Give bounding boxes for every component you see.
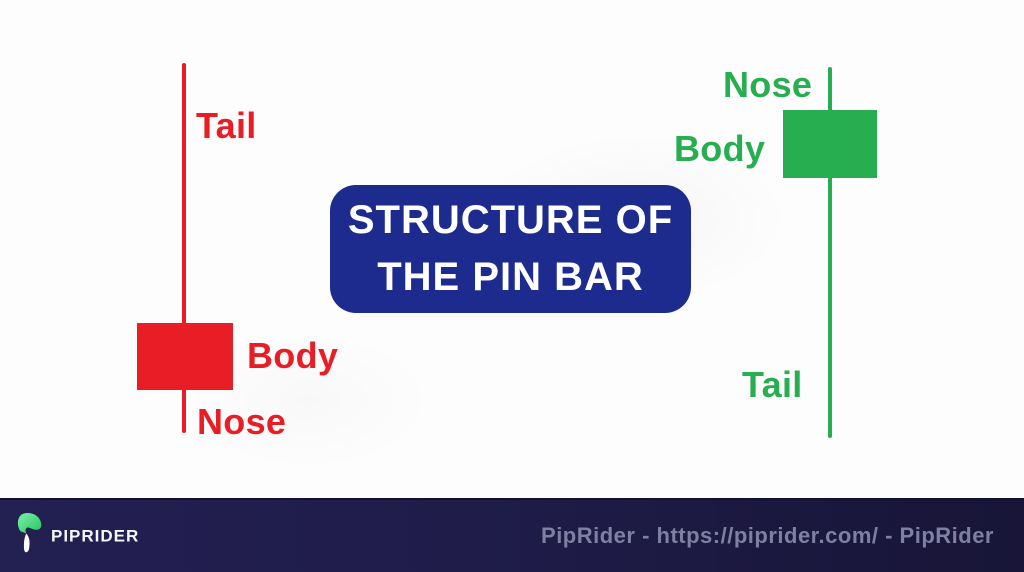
bullish-candle-body: [783, 110, 877, 178]
title-box: STRUCTURE OF THE PIN BAR: [330, 185, 691, 313]
brand-name: PIPRIDER: [51, 526, 140, 545]
title-line-1: STRUCTURE OF: [347, 198, 674, 242]
bullish-body-label: Body: [674, 128, 766, 169]
bullish-nose-label: Nose: [723, 64, 813, 105]
title-line-2: THE PIN BAR: [377, 255, 644, 299]
bearish-candle-wick: [182, 63, 186, 433]
bearish-tail-label: Tail: [196, 105, 257, 146]
bullish-tail-label: Tail: [742, 364, 803, 405]
bullish-candle-wick: [828, 67, 832, 438]
bearish-body-label: Body: [247, 335, 339, 376]
bearish-nose-label: Nose: [197, 401, 287, 442]
footer-credit-text: PipRider - https://piprider.com/ - PipRi…: [541, 523, 994, 548]
footer-bar: PIPRIDER PipRider - https://piprider.com…: [0, 498, 1024, 572]
bearish-candle-body: [137, 323, 233, 390]
piprider-logo-icon: [16, 512, 43, 560]
brand-lockup: PIPRIDER: [16, 512, 140, 560]
